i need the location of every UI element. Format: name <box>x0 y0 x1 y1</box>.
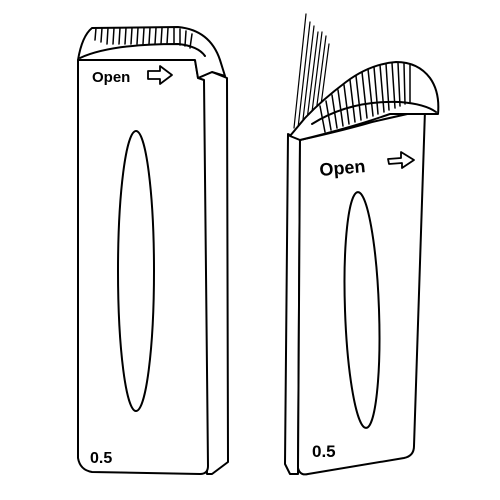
cartridge-closed: Open 0.5 <box>77 26 229 475</box>
oval-window <box>117 130 155 412</box>
oval-window <box>343 191 381 429</box>
cartridge-open-lid <box>289 61 440 141</box>
cartridge-top-cap <box>77 26 226 79</box>
right-arrow-icon <box>147 65 173 85</box>
open-label: Open <box>319 156 367 180</box>
needle-size-label: 0.5 <box>90 450 112 467</box>
needle-size-label: 0.5 <box>312 442 336 461</box>
lid-fold-line <box>311 100 437 125</box>
open-label: Open <box>92 69 130 86</box>
cap-hatching <box>94 27 193 49</box>
cap-fold-line <box>79 42 206 59</box>
lid-hatching <box>319 62 411 133</box>
right-arrow-icon <box>387 151 415 169</box>
cartridge-opened: Open 0.5 <box>284 13 440 476</box>
